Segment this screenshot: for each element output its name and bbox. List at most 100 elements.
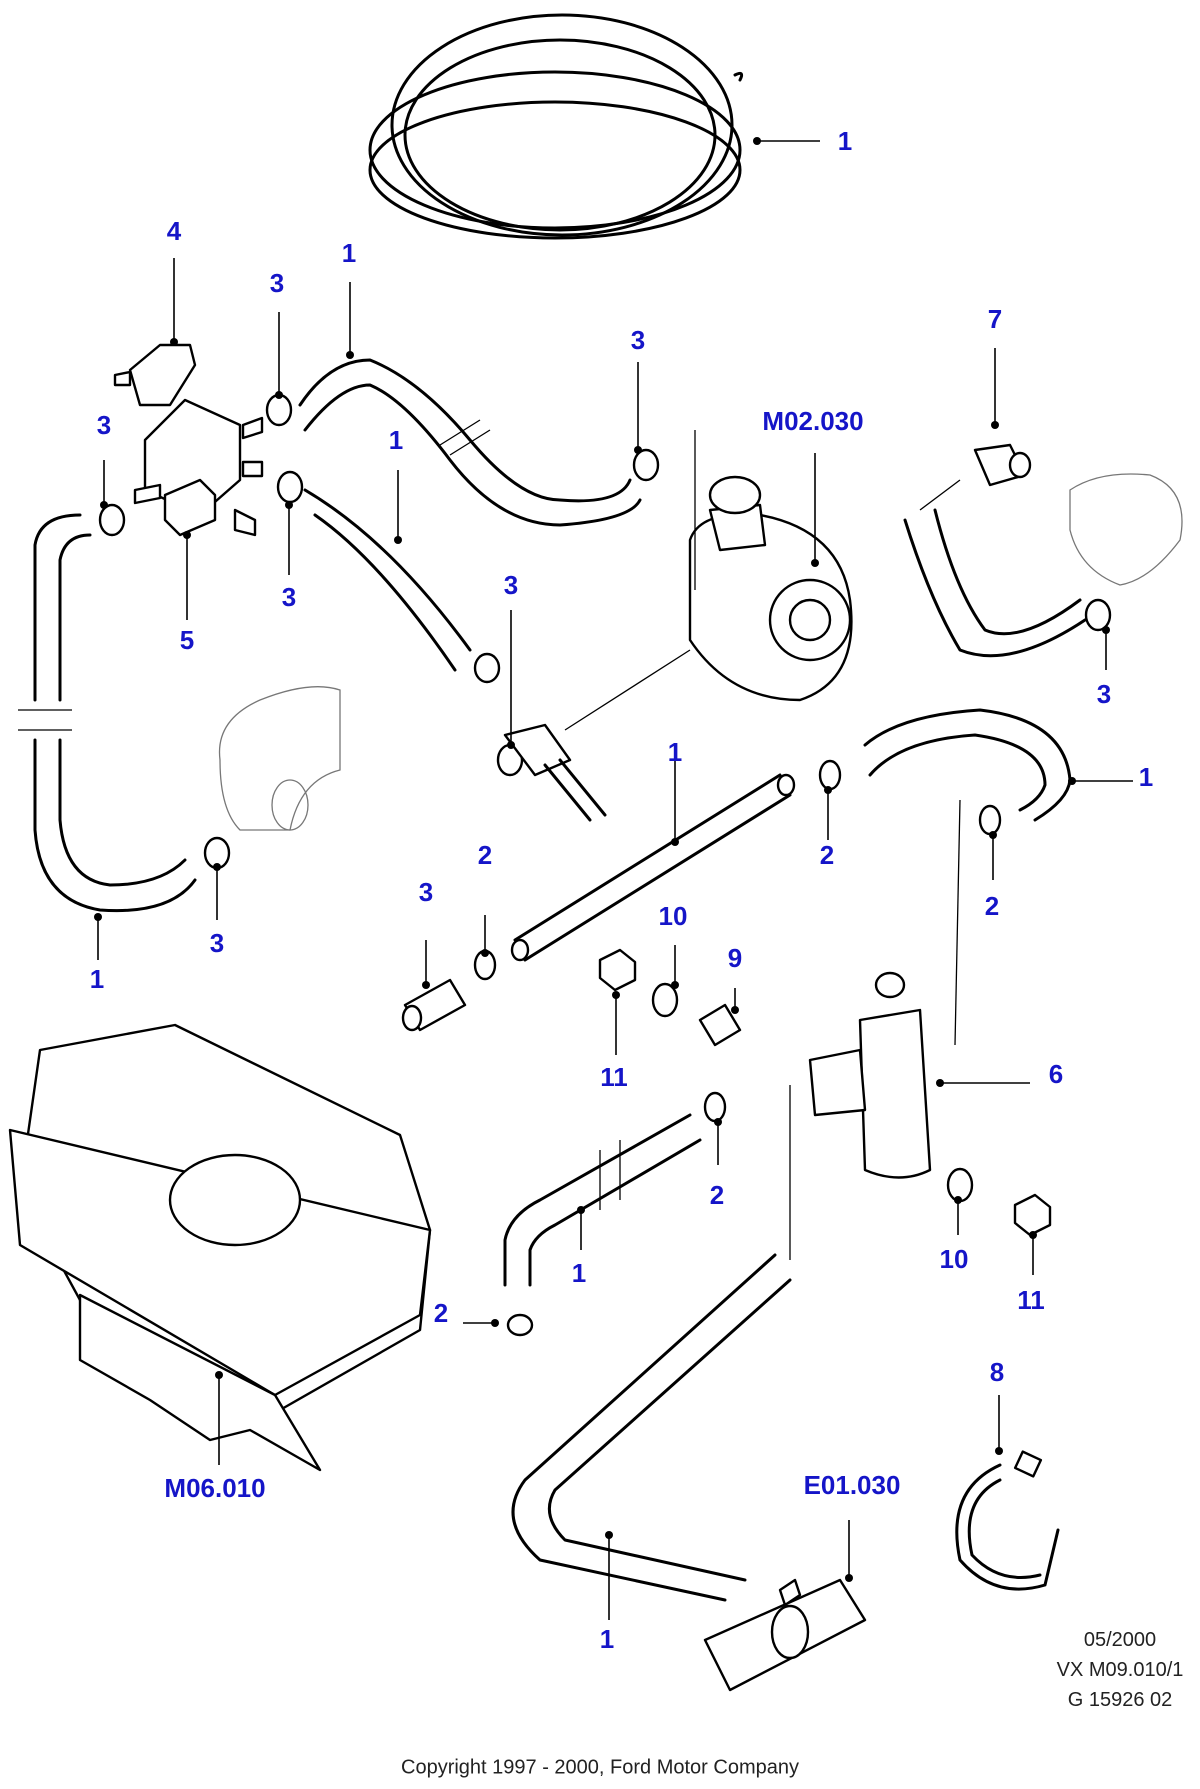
callout-label: 1 bbox=[599, 1624, 615, 1654]
hose-edge bbox=[303, 488, 472, 652]
hose-clamp bbox=[978, 804, 1002, 836]
hose-edge bbox=[863, 708, 1072, 822]
hose-edge bbox=[298, 358, 632, 503]
hose-edge bbox=[528, 1138, 702, 1287]
hose-end bbox=[776, 773, 796, 797]
callout-label: 6 bbox=[1048, 1059, 1064, 1089]
cable-tie-head bbox=[1013, 1450, 1043, 1478]
callout-label: 1 bbox=[1138, 762, 1154, 792]
hose-edge bbox=[313, 513, 457, 672]
leader-guide bbox=[564, 649, 691, 731]
connector-port bbox=[778, 1578, 802, 1607]
callout-label: 3 bbox=[209, 928, 225, 958]
leader-guide bbox=[954, 799, 961, 1046]
hose-edge bbox=[513, 773, 782, 942]
reference-graphic-number: G 15926 02 bbox=[1067, 1689, 1173, 1711]
callout-label: 2 bbox=[984, 891, 1000, 921]
hose-break-mark bbox=[449, 429, 491, 456]
callout-label: 3 bbox=[1096, 679, 1112, 709]
hose-edge bbox=[558, 758, 607, 817]
vacuum-sensor-illustration bbox=[113, 343, 197, 407]
copyright-notice: Copyright 1997 - 2000, Ford Motor Compan… bbox=[401, 1756, 799, 1779]
pump-inlet-cap bbox=[708, 475, 762, 515]
callout-label: 11 bbox=[1017, 1285, 1045, 1315]
hose-coil-loop bbox=[368, 100, 742, 240]
thermostat-housing bbox=[1069, 473, 1183, 586]
sensor-body bbox=[128, 343, 197, 407]
intake-elbow-illustration bbox=[218, 686, 341, 831]
hose-coil-loop bbox=[390, 13, 734, 237]
callout-label: 7 bbox=[987, 304, 1003, 334]
thermostat-area-illustration bbox=[903, 443, 1183, 658]
callout-label: 5 bbox=[179, 625, 195, 655]
leader-guide bbox=[919, 479, 961, 511]
pump-flange-center bbox=[788, 598, 832, 642]
callout-label: 3 bbox=[96, 410, 112, 440]
callout-label: 2 bbox=[477, 840, 493, 870]
hose-edge bbox=[503, 1113, 692, 1287]
nut bbox=[1013, 1193, 1052, 1237]
hose-clamp bbox=[98, 503, 126, 537]
washer bbox=[946, 1167, 974, 1203]
callout-label: 2 bbox=[709, 1180, 725, 1210]
hose-coil-loop bbox=[403, 38, 717, 232]
solenoid-valve-illustration bbox=[133, 398, 264, 537]
sensor-nipple bbox=[113, 370, 132, 387]
upper-hose-illustration bbox=[298, 358, 642, 527]
leader-lines bbox=[94, 137, 1133, 1620]
cable-tie-illustration bbox=[955, 1450, 1060, 1591]
callout-label: M06.010 bbox=[164, 1473, 266, 1503]
solenoid-bracket bbox=[233, 508, 257, 537]
hose-clamp bbox=[276, 470, 304, 504]
hose-end bbox=[473, 652, 501, 684]
hose-coil-loop bbox=[368, 70, 742, 230]
callout-label: 10 bbox=[939, 1244, 969, 1274]
left-hose-illustration bbox=[18, 513, 197, 913]
callout-label: 3 bbox=[630, 325, 646, 355]
hose-edge bbox=[33, 513, 82, 702]
callout-label: 2 bbox=[819, 840, 835, 870]
upper-right-hose-illustration bbox=[863, 708, 1072, 822]
hose-edge bbox=[903, 518, 1087, 658]
connector-cap-end bbox=[1008, 451, 1032, 479]
intake-elbow bbox=[218, 686, 341, 831]
callout-label: 1 bbox=[837, 126, 853, 156]
valve-bracket bbox=[808, 1048, 867, 1117]
connector-flange bbox=[770, 1604, 810, 1660]
hose-edge bbox=[543, 763, 592, 822]
reference-code: VX M09.010/1 bbox=[1056, 1659, 1184, 1681]
lower-left-hose-illustration bbox=[503, 1113, 702, 1287]
callout-label: 1 bbox=[667, 737, 683, 767]
reference-date: 05/2000 bbox=[1083, 1629, 1157, 1651]
check-valve-illustration bbox=[503, 649, 691, 822]
middle-straight-hose-illustration bbox=[510, 773, 796, 962]
cable-tie-band bbox=[955, 1463, 1060, 1591]
long-hose-illustration bbox=[511, 1253, 792, 1602]
hose-clamp bbox=[265, 393, 293, 427]
coiled-hose-illustration bbox=[368, 13, 744, 240]
solenoid-connector bbox=[163, 478, 217, 537]
hose-edge bbox=[511, 1253, 777, 1602]
callout-label: 1 bbox=[388, 425, 404, 455]
callout-label: 8 bbox=[989, 1357, 1005, 1387]
air-cleaner-outlet bbox=[168, 1153, 302, 1247]
hose-clamp bbox=[818, 759, 842, 791]
hose-edge bbox=[547, 1278, 792, 1582]
callout-label: 10 bbox=[658, 901, 688, 931]
callout-label: 1 bbox=[89, 964, 105, 994]
callout-label: 3 bbox=[269, 268, 285, 298]
hose-clamp bbox=[506, 1313, 534, 1337]
hose-edge bbox=[523, 793, 792, 962]
fasteners-illustration bbox=[598, 948, 1052, 1237]
callout-label: 2 bbox=[433, 1298, 449, 1328]
hose-end bbox=[510, 938, 530, 962]
cable-tie-band bbox=[967, 1478, 1042, 1579]
valve-body bbox=[858, 1008, 932, 1179]
auxiliary-water-pump-illustration bbox=[688, 430, 853, 702]
nut bbox=[598, 948, 637, 992]
hose-edge bbox=[868, 733, 1047, 812]
callout-label: 3 bbox=[418, 877, 434, 907]
hose-clamp bbox=[632, 448, 660, 482]
callout-label: 1 bbox=[341, 238, 357, 268]
